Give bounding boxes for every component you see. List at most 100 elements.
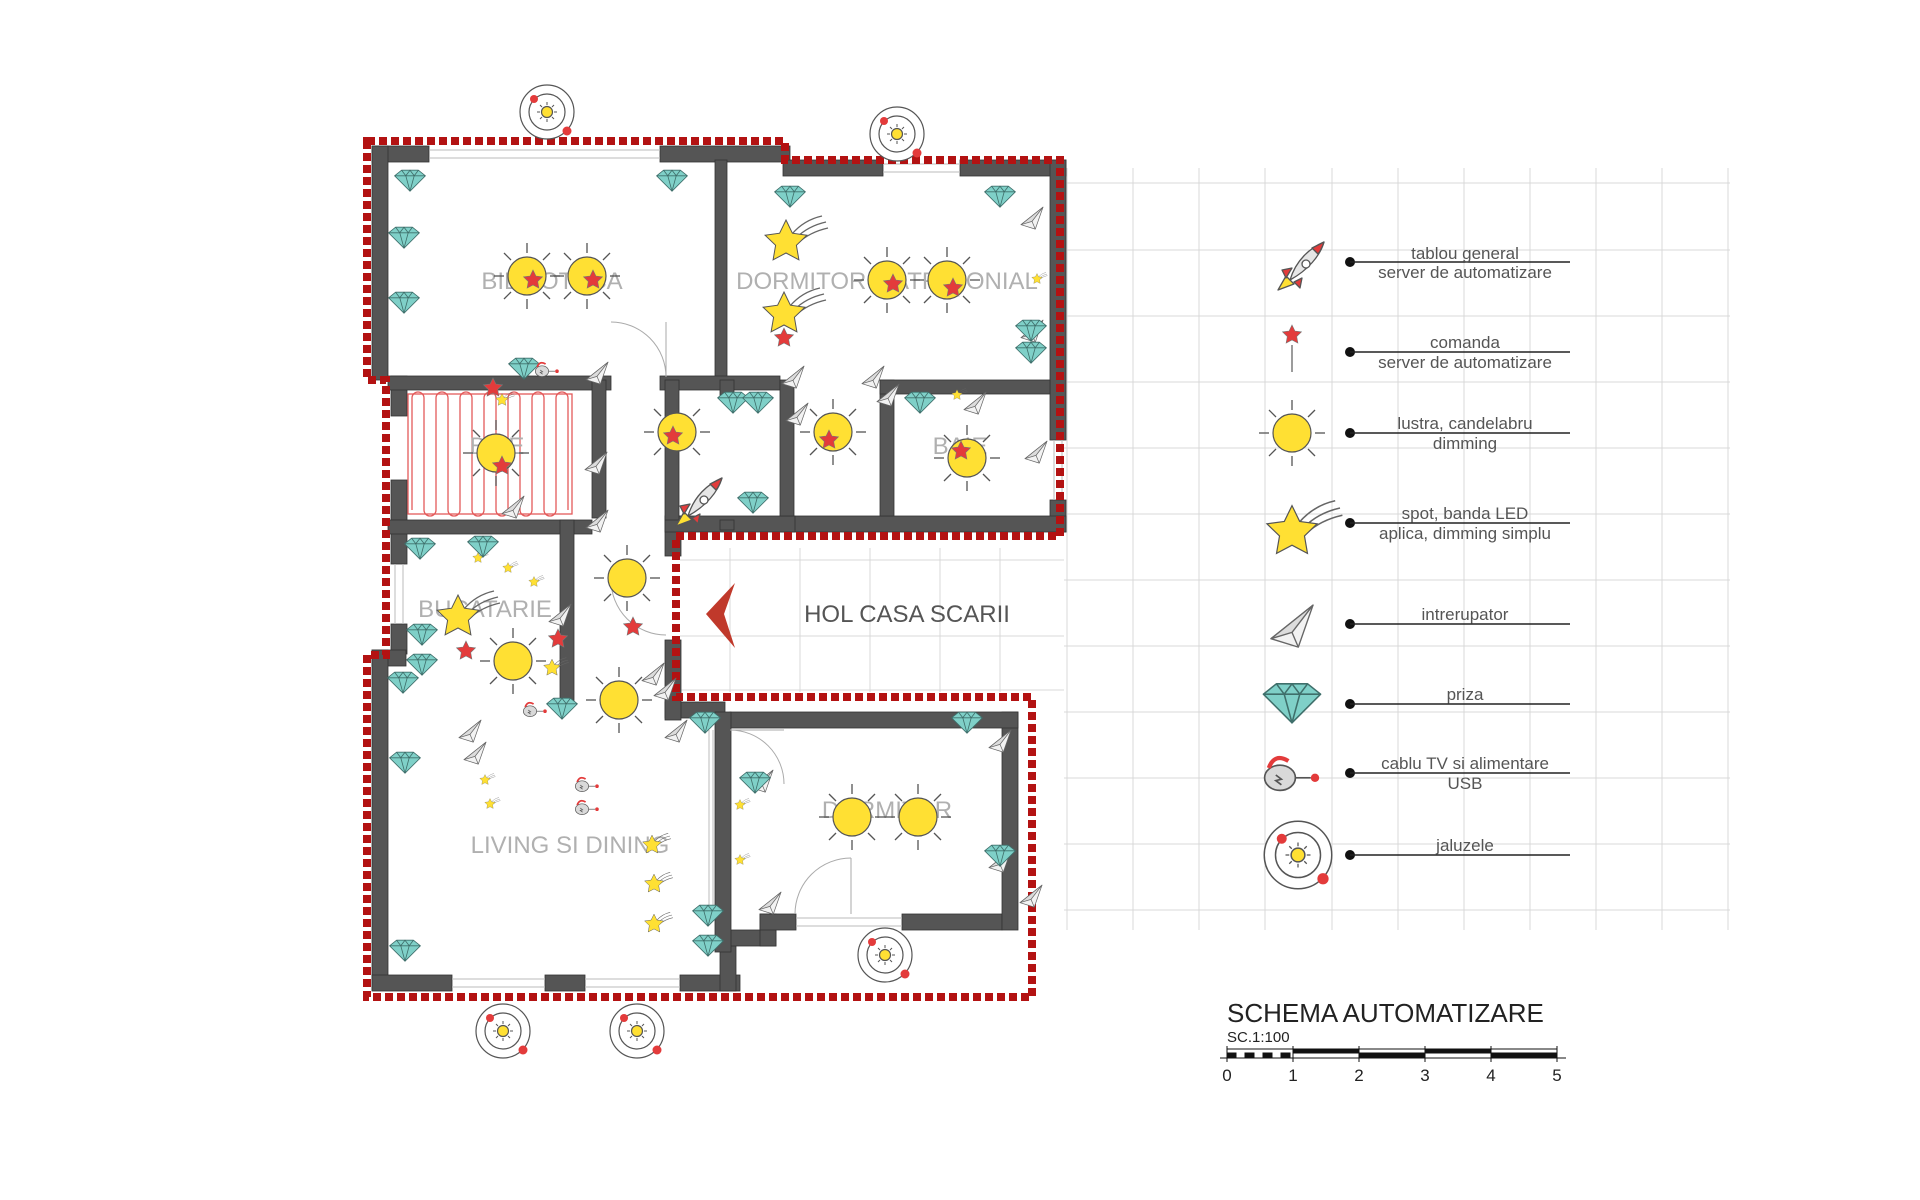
legend-item-spot: spot, banda LED aplica, dimming simplu <box>1267 501 1570 554</box>
title-block: SCHEMA AUTOMATIZARE SC.1:100 0 1 2 3 4 5 <box>1220 998 1566 1085</box>
background-grid <box>1064 168 1730 930</box>
orbit-icon <box>519 84 575 140</box>
chandeliers <box>462 242 1001 851</box>
shooting-star-icon <box>645 872 673 892</box>
sun-icon <box>493 242 561 310</box>
paper-plane-icon <box>1024 440 1048 464</box>
diamond-icon <box>737 491 769 514</box>
diamond-icon <box>389 939 421 962</box>
windows <box>394 149 1063 988</box>
orbit-icon <box>857 927 913 983</box>
legend-label: tablou general <box>1411 244 1519 263</box>
paper-plane-icon <box>641 662 665 686</box>
scale-tick-label: 3 <box>1420 1066 1429 1085</box>
legend-sublabel: USB <box>1448 774 1483 793</box>
scale-tick-label: 2 <box>1354 1066 1363 1085</box>
legend-label: spot, banda LED <box>1402 504 1529 523</box>
diamond-icon <box>546 697 578 720</box>
shooting-star-icon <box>480 774 496 785</box>
diamond-icon <box>1015 341 1047 364</box>
paper-plane-icon <box>458 719 482 743</box>
paper-plane-icon <box>664 719 688 743</box>
rocket-icon <box>1277 241 1325 291</box>
paper-plane-icon <box>1019 884 1043 908</box>
legend-label: lustra, candelabru <box>1397 414 1532 433</box>
diamond-icon <box>388 226 420 249</box>
legend-label: jaluzele <box>1435 836 1494 855</box>
shooting-star-icon <box>529 576 545 587</box>
diamond-icon <box>467 535 499 558</box>
legend-label: comanda <box>1430 333 1500 352</box>
sun-icon <box>462 419 530 487</box>
orbit-icon <box>609 1003 665 1059</box>
diamond-icon <box>387 671 419 694</box>
diamond-icon <box>656 169 688 192</box>
legend-sublabel: aplica, dimming simplu <box>1379 524 1551 543</box>
drawing-scale: SC.1:100 <box>1227 1029 1290 1046</box>
shooting-star-icon <box>765 216 828 260</box>
switches <box>458 206 1048 915</box>
cable-icon <box>574 776 600 793</box>
legend-item-priza: priza <box>1262 683 1570 724</box>
diamond-icon <box>394 169 426 192</box>
scale-tick-label: 1 <box>1288 1066 1297 1085</box>
stair-hall-grid <box>680 548 1064 692</box>
orbit-icon <box>475 1003 531 1059</box>
scale-tick-label: 0 <box>1222 1066 1231 1085</box>
legend-sublabel: dimming <box>1433 434 1497 453</box>
legend: tablou general server de automatizare co… <box>1258 241 1570 890</box>
legend-label: cablu TV si alimentare <box>1381 754 1549 773</box>
paper-plane-icon <box>1020 206 1044 230</box>
automation-perimeter <box>363 137 1064 1001</box>
spot-lights <box>437 216 1047 932</box>
scale-tick-label: 5 <box>1552 1066 1561 1085</box>
cable-icon <box>534 361 560 378</box>
legend-item-jaluzele: jaluzele <box>1263 820 1570 890</box>
cable-icon <box>1265 758 1320 790</box>
sun-icon <box>593 544 661 612</box>
shooting-star-icon <box>735 854 751 865</box>
legend-sublabel: server de automatizare <box>1378 263 1552 282</box>
diamond-icon <box>1015 319 1047 342</box>
shooting-star-icon <box>485 798 501 809</box>
diamond-icon <box>389 751 421 774</box>
legend-item-comanda: comanda server de automatizare <box>1282 324 1570 372</box>
legend-item-cablu: cablu TV si alimentare USB <box>1265 754 1570 793</box>
diamond-icon <box>951 711 983 734</box>
orbit-icon <box>1263 820 1333 890</box>
scale-bar <box>1220 1046 1566 1062</box>
diamond-icon <box>742 391 774 414</box>
sun-icon <box>884 783 952 851</box>
diamond-icon <box>692 934 724 957</box>
legend-label: intrerupator <box>1422 605 1509 624</box>
sun-icon <box>479 627 547 695</box>
room-label-bucatarie: BUCATARIE <box>418 596 552 623</box>
sun-icon <box>913 246 981 314</box>
paper-plane-icon <box>501 495 525 519</box>
red-star-icon <box>456 640 476 660</box>
legend-sublabel: server de automatizare <box>1378 353 1552 372</box>
paper-plane-icon <box>1270 604 1314 648</box>
paper-plane-icon <box>758 891 782 915</box>
scale-tick-label: 4 <box>1486 1066 1495 1085</box>
legend-item-lustra: lustra, candelabru dimming <box>1258 399 1570 467</box>
sun-icon <box>853 246 921 314</box>
diamond-icon <box>717 391 749 414</box>
red-star-icon <box>1282 324 1302 344</box>
sun-icon <box>553 242 621 310</box>
legend-item-tablou-general: tablou general server de automatizare <box>1277 241 1570 291</box>
sun-icon <box>585 666 653 734</box>
cable-icon <box>574 799 600 816</box>
room-label-hol-casa-scarii: HOL CASA SCARII <box>804 601 1010 628</box>
shooting-star-icon <box>735 799 751 810</box>
shooting-star-icon <box>503 562 519 573</box>
shooting-star-icon <box>645 912 673 932</box>
diamond-icon <box>388 291 420 314</box>
orbit-icon <box>869 106 925 162</box>
diamond-icon <box>904 391 936 414</box>
sun-icon <box>818 783 886 851</box>
diamond-icon <box>1262 683 1322 724</box>
red-star-icon <box>774 327 794 347</box>
paper-plane-icon <box>463 741 487 765</box>
